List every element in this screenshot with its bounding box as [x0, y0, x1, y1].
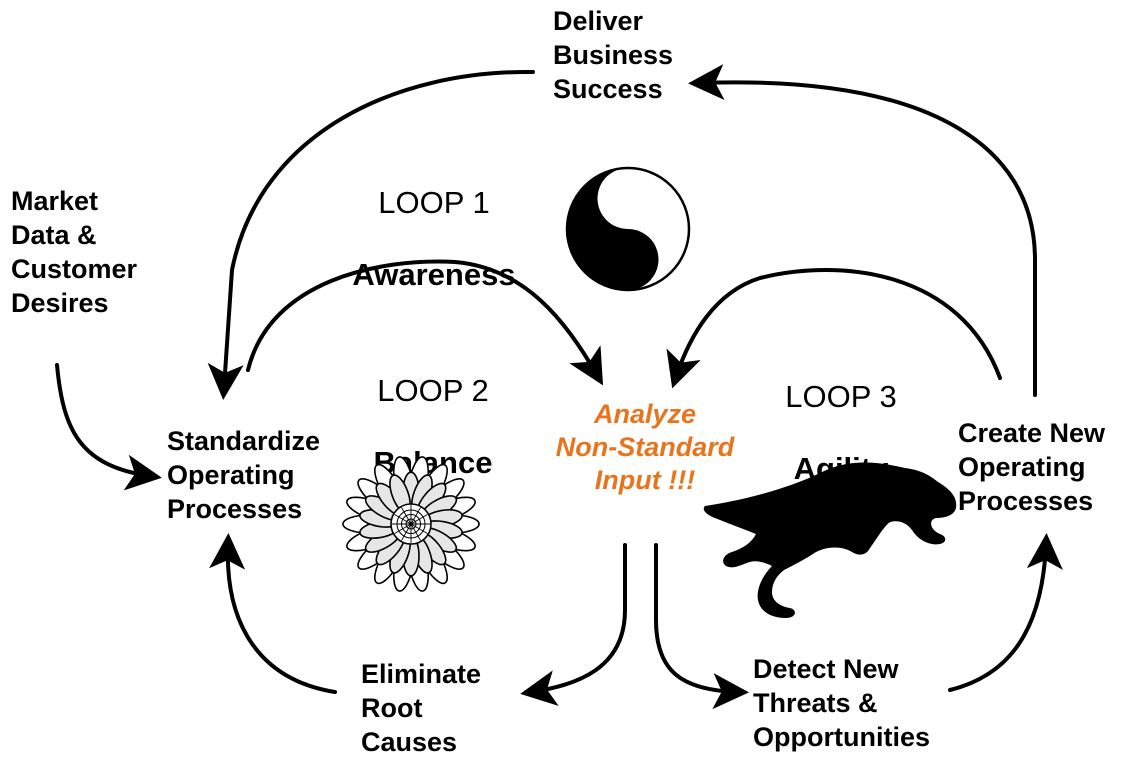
arrow-create-to-deliver	[688, 64, 1037, 397]
arrow-analyze-to-eliminate	[520, 543, 627, 706]
arrow-deliver-to-standardize	[207, 69, 535, 400]
node-standardize: Standardize Operating Processes	[167, 426, 321, 524]
node-detect-threats-opportunities: Detect New Threats & Opportunities	[753, 654, 930, 752]
arrow-analyze-to-detect	[654, 543, 749, 710]
loop-3-name: Agility	[793, 451, 889, 486]
loop-3-label: LOOP 3 Agility	[741, 344, 941, 522]
loop-1-name: Awareness	[352, 257, 516, 292]
loop-2-head: LOOP 2	[377, 373, 489, 408]
loop-1-label: LOOP 1 Awareness	[334, 150, 534, 328]
arrow-market-to-standardize	[55, 363, 162, 491]
node-analyze-non-standard-input: Analyze Non-Standard Input !!!	[555, 399, 735, 495]
loop-2-label: LOOP 2 Balance	[333, 338, 533, 516]
arrow-create-to-analyze	[666, 268, 1002, 389]
loop-2-name: Balance	[373, 445, 493, 480]
loop-1-head: LOOP 1	[378, 185, 490, 220]
arrow-standardize-to-analyze	[246, 259, 604, 386]
node-market-data: Market Data & Customer Desires	[11, 186, 138, 318]
loop-3-head: LOOP 3	[785, 379, 897, 414]
node-create-new-processes: Create New Operating Processes	[958, 418, 1106, 516]
arrow-eliminate-to-standardize	[209, 533, 337, 694]
node-eliminate-root-causes: Eliminate Root Causes	[361, 659, 482, 757]
node-deliver-business-success: Deliver Business Success	[553, 6, 674, 104]
arrow-detect-to-create	[948, 533, 1063, 692]
